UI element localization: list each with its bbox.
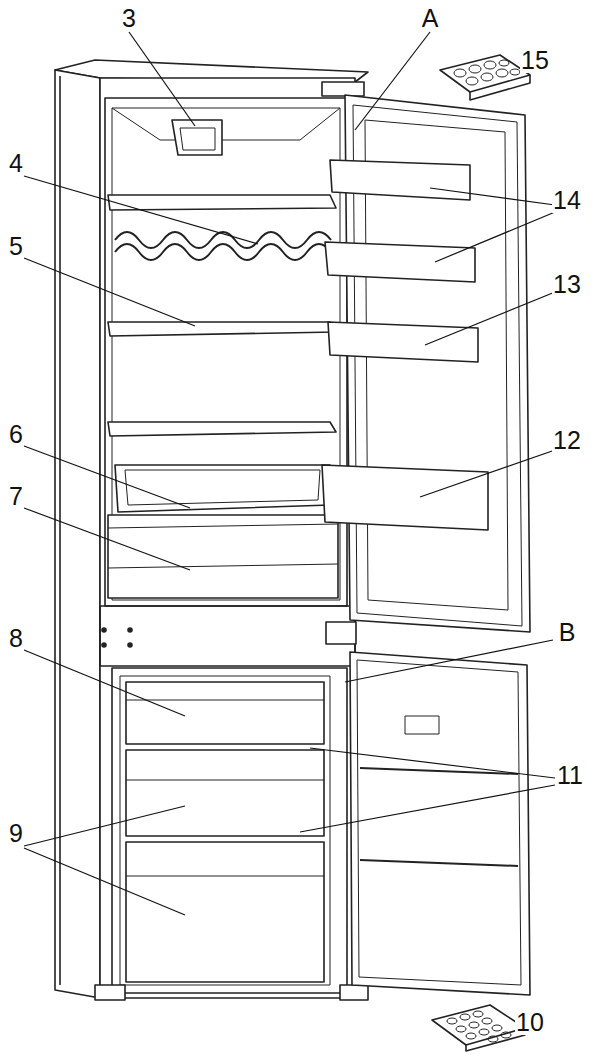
callout-number: 7 bbox=[8, 484, 24, 509]
callout-number: 3 bbox=[121, 6, 137, 31]
callout-number: 11 bbox=[556, 763, 584, 788]
callout-number: A bbox=[421, 6, 440, 31]
callout-number: 15 bbox=[520, 48, 550, 73]
callout-number: 5 bbox=[8, 234, 24, 259]
callout-number: 14 bbox=[552, 188, 582, 213]
callout-number: 4 bbox=[8, 151, 24, 176]
callout-number: 10 bbox=[515, 1010, 545, 1035]
callout-number: 6 bbox=[8, 422, 24, 447]
callout-number: 13 bbox=[552, 272, 582, 297]
callout-number: 9 bbox=[8, 821, 24, 846]
callout-number: 8 bbox=[8, 626, 24, 651]
leader-lines bbox=[24, 32, 555, 915]
callout-number: 12 bbox=[552, 428, 582, 453]
callout-number: B bbox=[558, 620, 577, 645]
